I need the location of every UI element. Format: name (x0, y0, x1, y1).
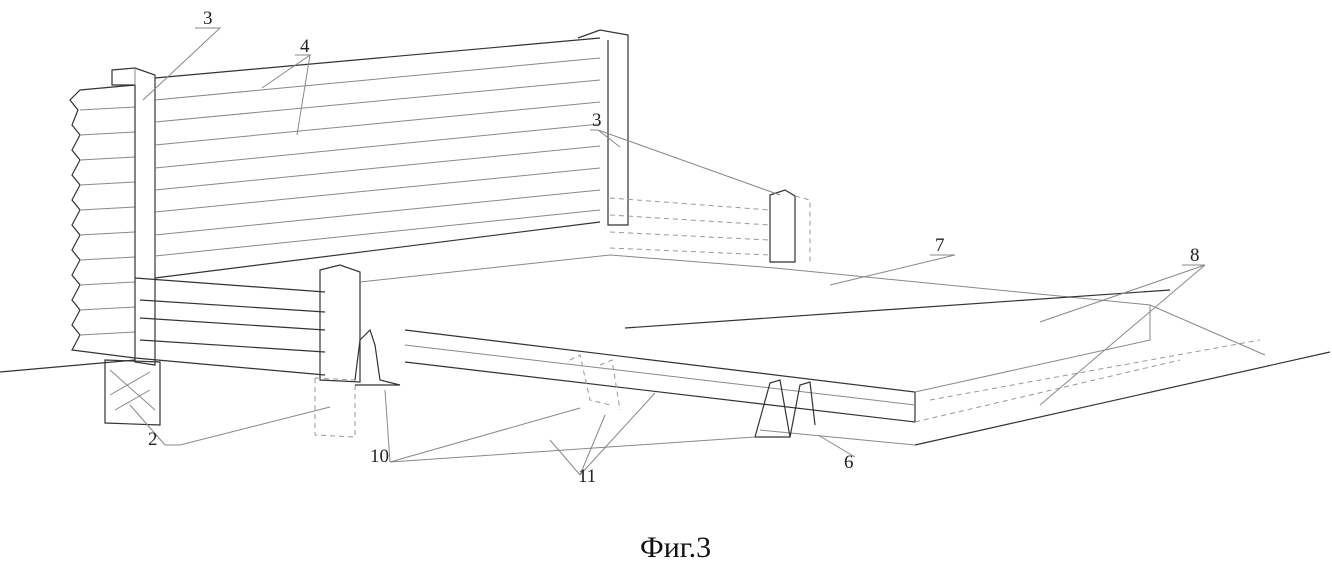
label-post-left: 3 (203, 8, 213, 29)
back-wall (155, 30, 628, 278)
label-slab-edges: 8 (1190, 245, 1200, 266)
leader-lines (130, 28, 1205, 475)
foundation-blocks (105, 360, 355, 437)
label-base: 6 (844, 452, 854, 473)
label-supports: 10 (370, 446, 389, 467)
label-boards: 4 (300, 36, 310, 57)
figure-caption: Фиг.3 (640, 531, 711, 564)
label-beams: 11 (578, 466, 596, 487)
label-foundation: 2 (148, 429, 158, 450)
front-left-wall (135, 265, 360, 382)
post-left (112, 68, 155, 365)
label-slab: 7 (935, 235, 945, 256)
ground (0, 352, 1330, 445)
log-wall-left (70, 85, 135, 358)
right-wall (610, 190, 810, 265)
label-posts-right: 3 (592, 110, 602, 131)
